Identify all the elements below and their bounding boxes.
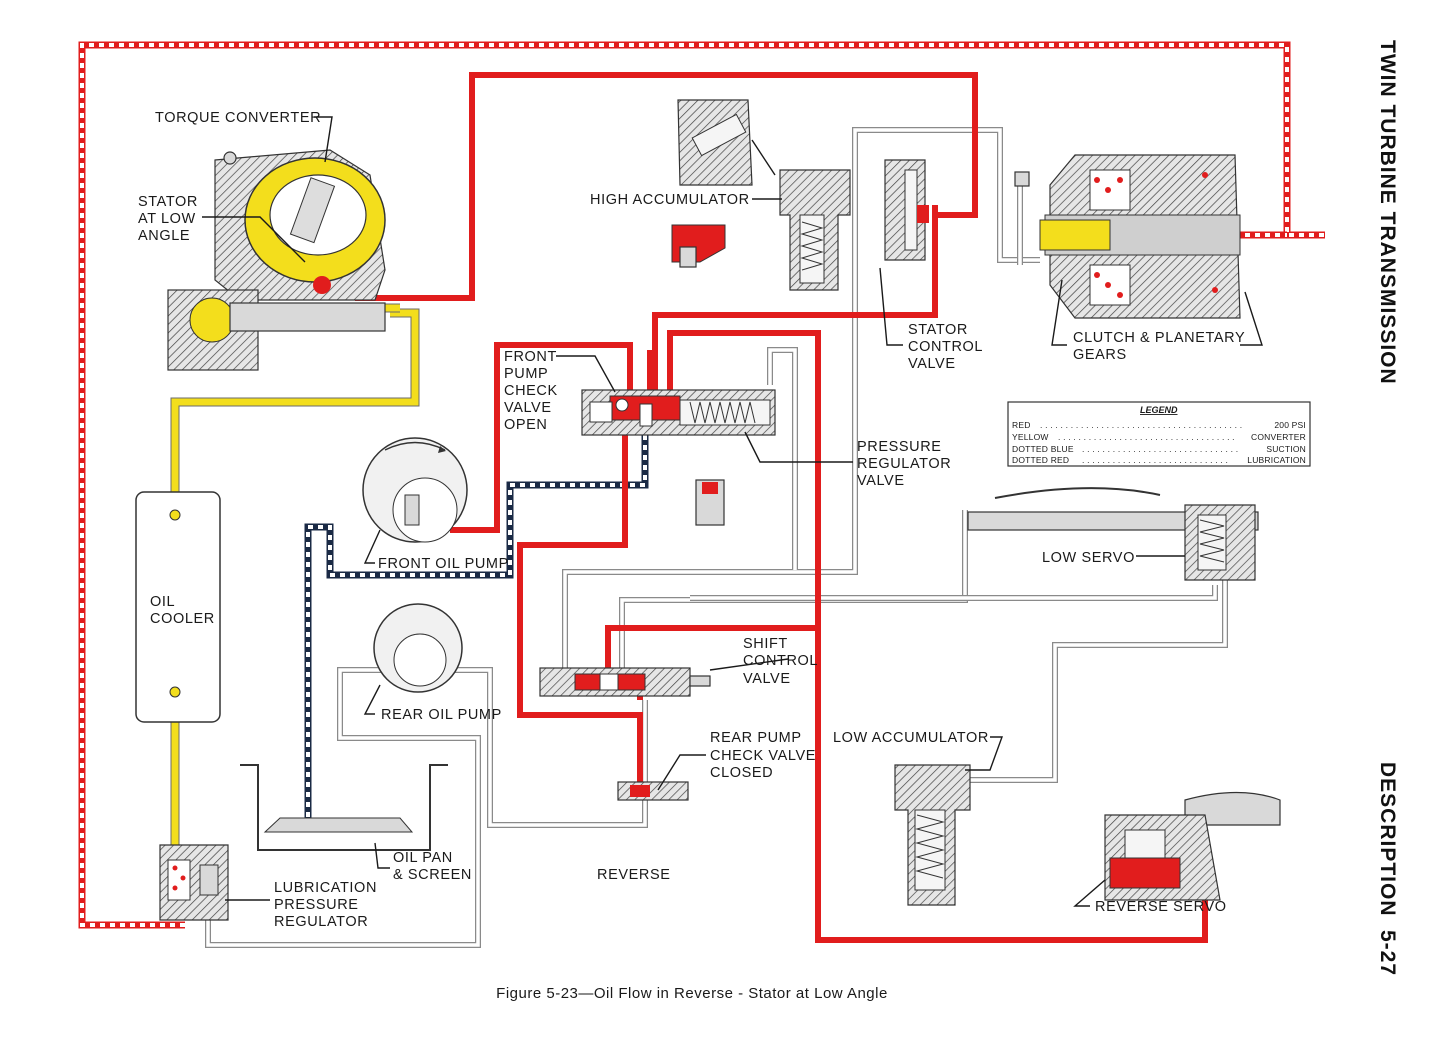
label-oil-cooler-line1: OIL	[150, 594, 175, 610]
rear-oil-pump-part	[373, 603, 463, 693]
legend-row-red-line: RED	[1012, 420, 1031, 430]
mode-label: REVERSE	[597, 867, 671, 883]
legend-row-blue-line: DOTTED BLUE	[1012, 444, 1074, 454]
legend-row-yellow-meaning: CONVERTER	[1251, 432, 1306, 442]
label-front-pump-check-line2: PUMP	[504, 366, 548, 382]
label-front-pump-check-line1: FRONT	[504, 349, 557, 365]
side-section: DESCRIPTION	[1376, 762, 1399, 917]
clutch-planetary-part	[1039, 154, 1241, 319]
diagram-labels: TORQUE CONVERTER STATOR AT LOW ANGLE HIG…	[138, 110, 1245, 930]
label-front-oil-pump: FRONT OIL PUMP	[378, 556, 509, 572]
pressure-regulator-part	[581, 389, 776, 526]
front-oil-pump-part	[362, 437, 468, 543]
return-lines	[205, 127, 1228, 948]
label-stator-control-line2: CONTROL	[908, 339, 983, 355]
side-title: TWIN TURBINE TRANSMISSION	[1376, 40, 1399, 385]
oil-cooler-box	[135, 491, 221, 723]
label-rear-pump-check-line1: REAR PUMP	[710, 730, 802, 746]
label-rear-oil-pump: REAR OIL PUMP	[381, 707, 502, 723]
label-stator-control-line3: VALVE	[908, 356, 956, 372]
label-front-pump-check-line4: VALVE	[504, 400, 552, 416]
label-stator-line2: AT LOW	[138, 211, 196, 227]
svg-text:. . . . . . . . . . . . . . .: . . . . . . . . . . . . . . . . . . . . …	[1058, 432, 1235, 442]
label-low-accumulator: LOW ACCUMULATOR	[833, 730, 989, 746]
label-front-pump-check-line3: CHECK	[504, 383, 558, 399]
label-clutch-planetary-line1: CLUTCH & PLANETARY	[1073, 330, 1245, 346]
label-stator-line3: ANGLE	[138, 228, 190, 244]
legend-row-red-meaning: 200 PSI	[1274, 420, 1306, 430]
label-shift-control-line3: VALVE	[743, 671, 791, 687]
label-lube-regulator-line3: REGULATOR	[274, 914, 368, 930]
label-pressure-regulator-line3: VALVE	[857, 473, 905, 489]
label-stator-control-line1: STATOR	[908, 322, 968, 338]
svg-text:. . . . . . . . . . . . . . .: . . . . . . . . . . . . . . . . . . . . …	[1082, 455, 1228, 465]
label-shift-control-line2: CONTROL	[743, 653, 818, 669]
label-torque-converter: TORQUE CONVERTER	[155, 110, 321, 126]
label-clutch-planetary-line2: GEARS	[1073, 347, 1127, 363]
legend-row-dotred-meaning: LUBRICATION	[1247, 455, 1306, 465]
low-servo-part	[967, 487, 1259, 581]
stator-control-part	[779, 159, 1030, 291]
legend-title: LEGEND	[1140, 405, 1178, 415]
high-accumulator-part	[671, 99, 753, 268]
label-reverse-servo: REVERSE SERVO	[1095, 899, 1227, 915]
side-header: TWIN TURBINE TRANSMISSION	[1376, 40, 1399, 385]
side-footer: DESCRIPTION 5-27	[1376, 762, 1399, 976]
label-high-accumulator: HIGH ACCUMULATOR	[590, 192, 750, 208]
label-oil-pan-line2: & SCREEN	[393, 867, 472, 883]
svg-text:. . . . . . . . . . . . . . .: . . . . . . . . . . . . . . . . . . . . …	[1082, 444, 1238, 454]
legend-row-blue-meaning: SUCTION	[1266, 444, 1306, 454]
shift-control-part	[539, 667, 711, 697]
label-pressure-regulator-line2: REGULATOR	[857, 456, 951, 472]
label-pressure-regulator-line1: PRESSURE	[857, 439, 942, 455]
rear-pump-check-part	[617, 781, 689, 801]
label-oil-pan-line1: OIL PAN	[393, 850, 453, 866]
oil-pan-part	[240, 764, 448, 851]
lube-regulator-part	[159, 844, 229, 921]
label-oil-cooler-line2: COOLER	[150, 611, 215, 627]
label-shift-control-line1: SHIFT	[743, 636, 788, 652]
torque-converter	[167, 149, 386, 371]
label-low-servo: LOW SERVO	[1042, 550, 1135, 566]
label-rear-pump-check-line2: CHECK VALVE	[710, 748, 816, 764]
page-number: 5-27	[1376, 930, 1399, 976]
low-accumulator-part	[894, 764, 971, 906]
label-stator-line1: STATOR	[138, 194, 198, 210]
legend-row-dotred-line: DOTTED RED	[1012, 455, 1069, 465]
svg-text:. . . . . . . . . . . . . . .: . . . . . . . . . . . . . . . . . . . . …	[1040, 420, 1242, 430]
label-lube-regulator-line1: LUBRICATION	[274, 880, 377, 896]
legend: LEGEND RED . . . . . . . . . . . . . . .…	[1007, 401, 1311, 467]
label-lube-regulator-line2: PRESSURE	[274, 897, 359, 913]
reverse-servo-part	[1104, 791, 1281, 901]
label-rear-pump-check-line3: CLOSED	[710, 765, 773, 781]
figure-caption: Figure 5-23—Oil Flow in Reverse - Stator…	[496, 985, 888, 1002]
leader-lines	[202, 116, 1263, 907]
label-front-pump-check-line5: OPEN	[504, 417, 548, 433]
legend-row-yellow-line: YELLOW	[1012, 432, 1049, 442]
